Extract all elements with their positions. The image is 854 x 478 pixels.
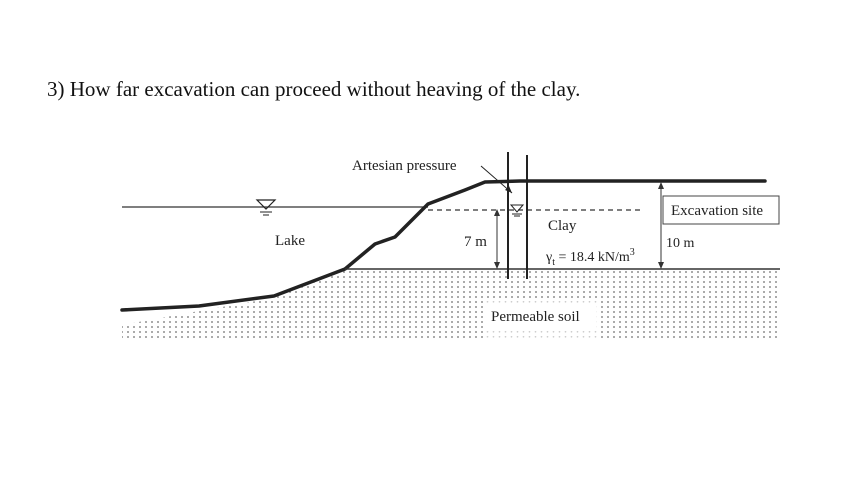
- unit-weight-subscript: t: [552, 257, 555, 268]
- unit-weight-value: = 18.4 kN/m: [555, 250, 630, 265]
- water-head-dimension: [494, 209, 500, 269]
- clay-depth-label: 10 m: [666, 236, 695, 251]
- water-level-symbol: [255, 199, 277, 216]
- question-text: 3) How far excavation can proceed withou…: [47, 77, 581, 101]
- clay-label: Clay: [548, 218, 577, 234]
- clay-depth-dimension: [658, 182, 664, 269]
- permeable-soil-label: Permeable soil: [491, 309, 580, 325]
- unit-weight-exponent: 3: [630, 247, 635, 258]
- standpipe-piezometer: [507, 152, 528, 279]
- excavation-label-box: [662, 195, 780, 225]
- ground-profile: [120, 179, 767, 312]
- unit-weight-label: γt = 18.4 kN/m3: [545, 247, 635, 268]
- excavation-site-label: Excavation site: [671, 203, 763, 219]
- artesian-pressure-label: Artesian pressure: [352, 158, 457, 174]
- lake-label: Lake: [275, 233, 305, 249]
- unit-weight-symbol: γ: [545, 250, 552, 265]
- water-head-label: 7 m: [464, 234, 487, 250]
- permeable-label-box: [486, 303, 596, 329]
